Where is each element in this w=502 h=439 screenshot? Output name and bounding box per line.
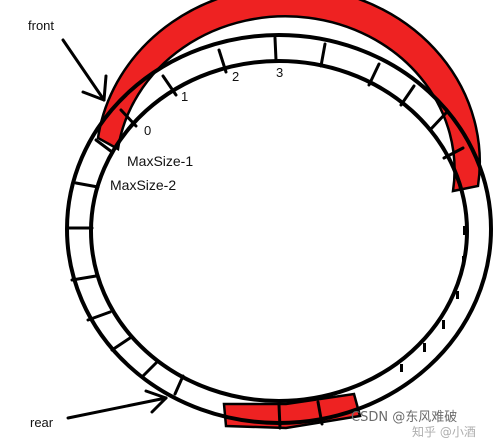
ellipsis-dot xyxy=(463,226,466,235)
maxsize-minus-1-label: MaxSize-1 xyxy=(127,153,193,169)
index-1-label: 1 xyxy=(181,89,188,104)
ellipsis-dot xyxy=(456,291,459,299)
zhihu-watermark: 知乎 @小酒 xyxy=(412,425,476,439)
slot-divider xyxy=(367,62,381,87)
ellipsis-dot xyxy=(423,343,426,352)
front-label: front xyxy=(28,18,54,33)
slot-divider xyxy=(74,181,100,189)
csdn-watermark: CSDN @东风难破 xyxy=(351,410,457,425)
rear-arrow-shaft xyxy=(66,396,168,420)
slot-divider xyxy=(316,400,324,426)
front-arrow-head xyxy=(81,90,106,102)
maxsize-minus-2-label: MaxSize-2 xyxy=(110,177,176,193)
rear-arrow-head xyxy=(150,396,168,414)
front-arrow xyxy=(61,38,108,102)
ellipsis-dot xyxy=(442,320,445,329)
slot-divider xyxy=(428,111,448,132)
slot-divider xyxy=(277,403,282,430)
ellipsis-dot xyxy=(400,364,403,372)
rear-label: rear xyxy=(30,415,54,430)
front-arrow-shaft xyxy=(61,38,106,102)
slot-divider xyxy=(399,84,416,107)
ellipsis-dot xyxy=(462,256,465,266)
slot-divider xyxy=(442,146,465,160)
ring-inner-edge xyxy=(89,59,469,403)
rear-arrow-head xyxy=(144,389,168,400)
slot-divider xyxy=(119,108,138,128)
index-3-label: 3 xyxy=(276,65,283,80)
slot-divider xyxy=(110,336,132,352)
index-0-label: 0 xyxy=(144,123,151,138)
continuation-dots xyxy=(400,226,466,372)
slot-divider xyxy=(94,138,114,154)
slot-divider xyxy=(86,310,112,322)
rear-arrow xyxy=(66,389,168,420)
slot-divider xyxy=(319,42,327,68)
slot-divider xyxy=(140,360,159,379)
index-2-label: 2 xyxy=(232,69,239,84)
slot-dividers xyxy=(66,36,465,430)
slot-divider xyxy=(70,274,98,282)
slot-divider xyxy=(217,48,228,74)
front-arrow-head xyxy=(102,74,108,102)
filled-arc-top xyxy=(96,0,482,193)
slot-divider xyxy=(273,36,278,62)
slot-divider xyxy=(161,74,178,97)
slot-divider xyxy=(173,374,185,396)
